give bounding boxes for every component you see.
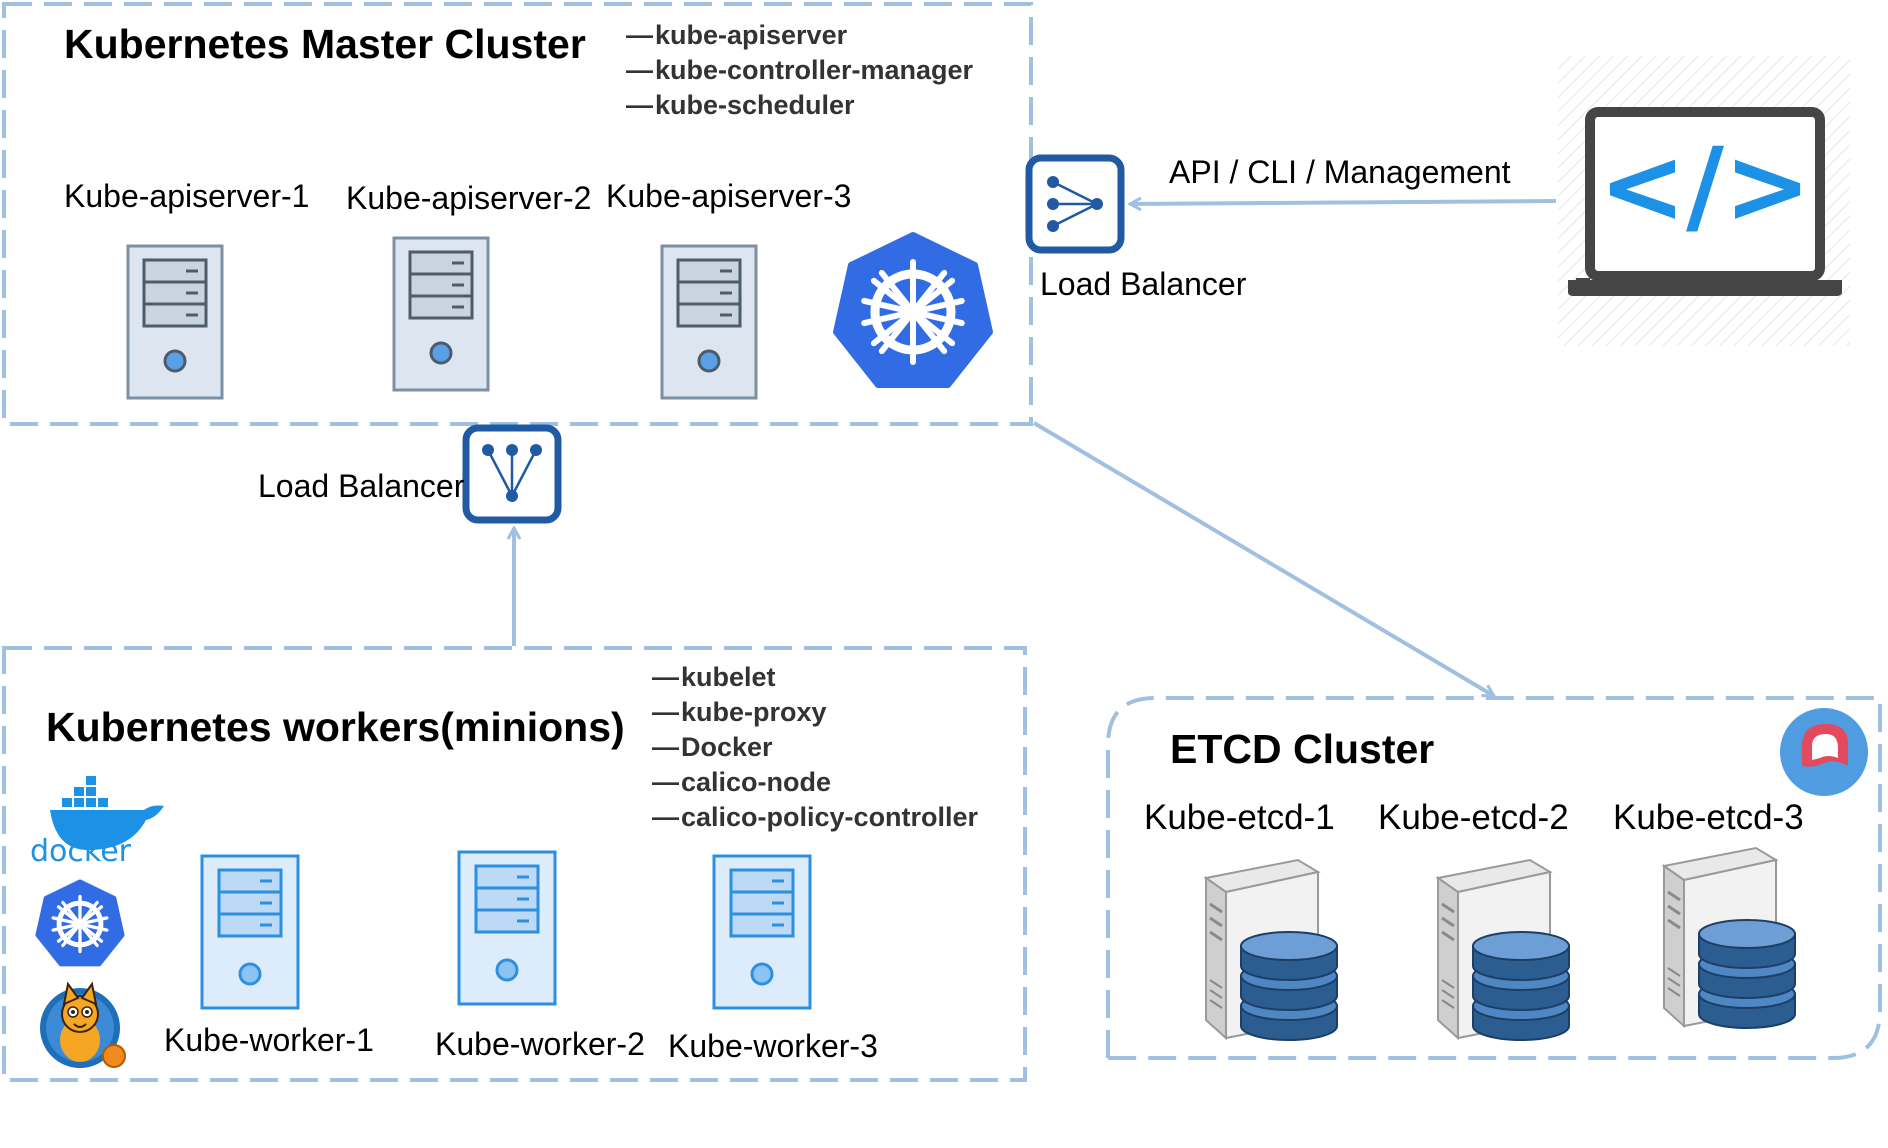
apiserver-2-label: Kube-apiserver-2 [346, 180, 592, 216]
apiserver-1-label: Kube-apiserver-1 [64, 178, 310, 214]
etcd-2-label: Kube-etcd-2 [1378, 798, 1569, 837]
docker-logo-icon [50, 776, 164, 850]
load-balancer-middle-label: Load Balancer [258, 468, 465, 504]
master-component-item: kube-controller-manager [626, 55, 973, 86]
worker-1-icon [200, 854, 300, 1010]
load-balancer-top-label: Load Balancer [1040, 266, 1247, 302]
worker-2-label: Kube-worker-2 [435, 1026, 645, 1062]
master-component-item: kube-scheduler [626, 90, 855, 121]
etcd-1-icon [1204, 858, 1339, 1042]
etcd-cluster-title: ETCD Cluster [1170, 726, 1435, 772]
etcd-3-icon [1662, 846, 1797, 1030]
worker-2-icon [457, 850, 557, 1006]
kubernetes-small-logo-icon [35, 879, 125, 967]
master-component-item: kube-apiserver [626, 20, 847, 51]
worker-component-item: Docker [652, 732, 773, 763]
load-balancer-top-icon [1025, 154, 1125, 254]
worker-3-label: Kube-worker-3 [668, 1028, 878, 1064]
etcd-3-label: Kube-etcd-3 [1613, 798, 1804, 837]
etcd-1-label: Kube-etcd-1 [1144, 798, 1335, 837]
worker-component-item: calico-node [652, 767, 831, 798]
etcd-cluster-box [1106, 696, 1882, 1060]
etcd-2-icon [1436, 858, 1571, 1042]
worker-component-item: calico-policy-controller [652, 802, 978, 833]
worker-component-item: kube-proxy [652, 697, 827, 728]
workers-cluster-box [2, 646, 1027, 1082]
code-laptop-icon: </> [1558, 56, 1850, 346]
kubernetes-logo-icon [833, 232, 993, 388]
calico-cat-logo-icon [40, 981, 126, 1068]
apiserver-1-icon [126, 244, 224, 400]
apiserver-3-icon [660, 244, 758, 400]
docker-wordmark: docker [30, 834, 131, 869]
master-cluster-title: Kubernetes Master Cluster [64, 21, 586, 67]
master-cluster-box [2, 2, 1033, 426]
svg-text:</>: </> [1599, 125, 1811, 247]
workers-cluster-title: Kubernetes workers(minions) [46, 704, 625, 750]
worker-3-icon [712, 854, 812, 1010]
etcd-logo-icon [1780, 708, 1868, 796]
client-label: API / CLI / Management [1169, 154, 1511, 190]
arrow-client-to-lb [1130, 201, 1557, 204]
worker-component-item: kubelet [652, 662, 776, 693]
apiserver-2-icon [392, 236, 490, 392]
arrow-master-to-etcd [1032, 421, 1494, 698]
apiserver-3-label: Kube-apiserver-3 [606, 178, 852, 214]
worker-1-label: Kube-worker-1 [164, 1022, 374, 1058]
load-balancer-middle-icon [462, 424, 562, 524]
